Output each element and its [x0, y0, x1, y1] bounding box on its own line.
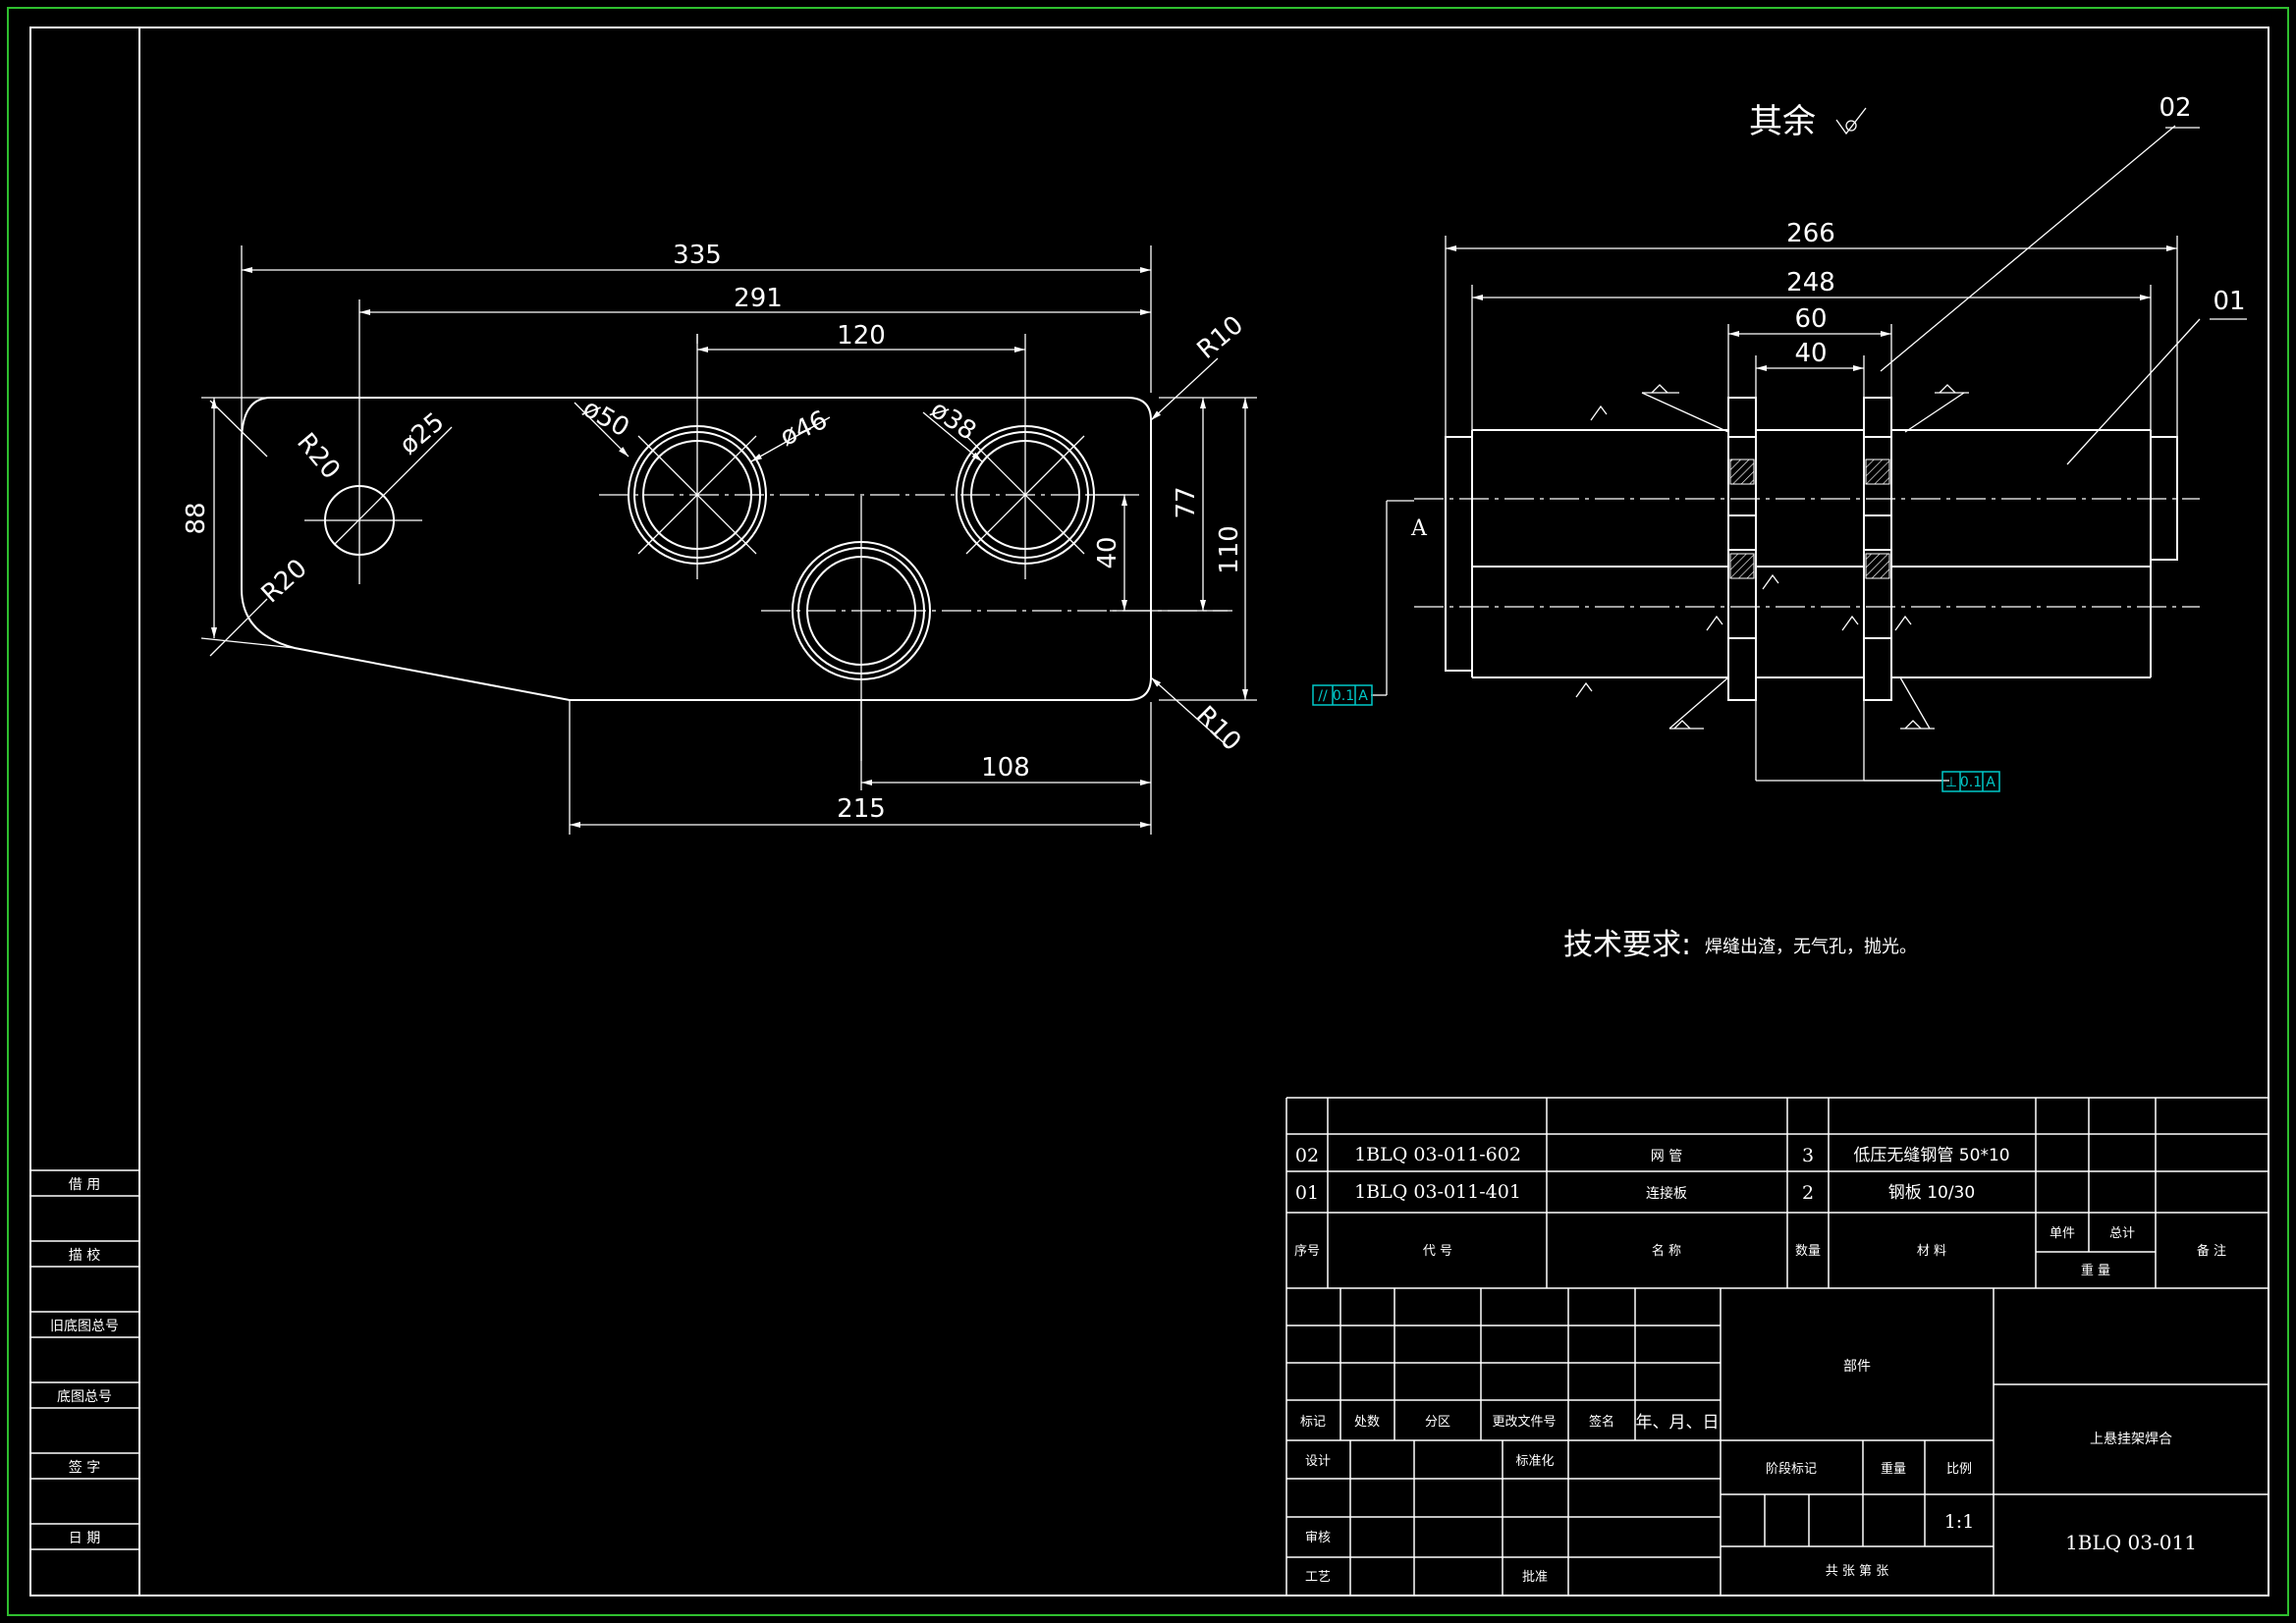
drawing-title: 上悬挂架焊合: [2090, 1432, 2172, 1447]
bom-row-02-qty: 3: [1802, 1145, 1814, 1166]
dim-60: 60: [1794, 304, 1827, 334]
role-process: 工艺: [1305, 1570, 1331, 1585]
tolerance-frame-left: // 0.1 A: [1312, 684, 1373, 706]
bom-row-02-no: 02: [1295, 1145, 1319, 1166]
weight-label: 重量: [1881, 1461, 1906, 1477]
dim-248: 248: [1786, 268, 1835, 298]
roughness-note: 其余: [1749, 102, 1816, 141]
bom-row-01-qty: 2: [1802, 1182, 1814, 1204]
role-design: 设计: [1305, 1454, 1331, 1469]
drawing-frame: [7, 7, 2289, 1616]
dim-r20-top: R20: [291, 428, 346, 485]
dim-phi25: ø25: [394, 407, 450, 460]
dim-phi50: ø50: [577, 394, 633, 443]
bom-header-total: 总计: [2109, 1226, 2135, 1241]
balloon-02: 02: [2159, 93, 2191, 123]
bom-row-02-material: 低压无缝钢管 50*10: [1853, 1146, 2009, 1165]
tolerance-frame-bottom: ⊥ 0.1 A: [1864, 771, 2000, 792]
tech-req-title: 技术要求:: [1563, 928, 1691, 962]
dim-phi38: ø38: [925, 395, 981, 447]
tol-left-value: 0.1: [1333, 688, 1354, 704]
bom-row-01-material: 钢板 10/30: [1888, 1183, 1975, 1203]
rev-header-mark: 标记: [1300, 1415, 1326, 1430]
stage-label: 阶段标记: [1766, 1462, 1817, 1477]
dim-77: 77: [1172, 486, 1201, 518]
rev-header-doc: 更改文件号: [1492, 1415, 1556, 1430]
bom-header-name: 名 称: [1652, 1243, 1681, 1259]
side-block: 借 用 描 校 旧底图总号 底图总号 签 字 日 期: [30, 1169, 139, 1550]
bom-header-qty: 数量: [1795, 1244, 1821, 1259]
tech-req-body: 焊缝出渣，无气孔，抛光。: [1705, 937, 1917, 957]
bom-header-no: 序号: [1294, 1244, 1320, 1259]
side-label-borrow: 借 用: [69, 1177, 100, 1193]
side-label-signature: 签 字: [69, 1459, 100, 1476]
tol-left-symbol: //: [1318, 688, 1328, 704]
side-label-old-drawing-no: 旧底图总号: [50, 1319, 119, 1334]
role-check: 审核: [1305, 1531, 1331, 1545]
dim-r10-top: R10: [1192, 310, 1249, 365]
sheet-info: 共 张 第 张: [1826, 1564, 1888, 1579]
datum-a: A: [1410, 516, 1428, 541]
side-label-date: 日 期: [69, 1531, 100, 1546]
bom-header-single: 单件: [2050, 1226, 2075, 1241]
tol-bottom-datum: A: [1986, 775, 1995, 790]
dim-r10-bottom: R10: [1190, 701, 1246, 757]
tol-left-datum: A: [1358, 688, 1368, 704]
side-label-drawing-no: 底图总号: [57, 1389, 112, 1405]
dim-40-right: 40: [1794, 339, 1827, 368]
rev-header-count: 处数: [1354, 1415, 1380, 1430]
bom-row-01-no: 01: [1295, 1182, 1319, 1204]
role-standardization: 标准化: [1515, 1454, 1554, 1469]
part-type: 部件: [1843, 1359, 1871, 1375]
rev-header-zone: 分区: [1425, 1415, 1450, 1430]
bom-row-01-name: 连接板: [1646, 1185, 1687, 1202]
bom-header-material: 材 料: [1917, 1244, 1946, 1259]
dimension-lines: [209, 267, 1248, 828]
weld-symbols: [1575, 384, 1969, 730]
bom-header-remark: 备 注: [2197, 1243, 2226, 1259]
side-label-trace: 描 校: [69, 1247, 100, 1264]
centerlines: [304, 334, 1232, 761]
tol-bottom-value: 0.1: [1960, 775, 1982, 790]
bom-table: 02 1BLQ 03-011-602 网 管 3 低压无缝钢管 50*10 01…: [1285, 1097, 2269, 1596]
right-view-assembly: 266 248 60 40 02 01 A // 0.1 A ⊥: [1312, 93, 2247, 792]
dim-40-left: 40: [1093, 536, 1122, 568]
dim-291: 291: [734, 284, 783, 313]
left-view-plate: 335 291 120 108 215 88 77 110 40 R10 R10…: [182, 241, 1257, 835]
bom-header-code: 代 号: [1423, 1244, 1452, 1259]
dim-120: 120: [837, 321, 886, 351]
role-approve: 批准: [1522, 1570, 1548, 1585]
dim-108: 108: [981, 753, 1030, 783]
bom-row-01-code: 1BLQ 03-011-401: [1354, 1181, 1521, 1203]
dim-110: 110: [1215, 525, 1244, 574]
title-block: 标记 处数 分区 更改文件号 签名 年、月、日 设计 标准化 审核 工艺 批准 …: [1286, 1288, 2269, 1596]
bom-header-weight: 重 量: [2081, 1263, 2110, 1278]
dim-335: 335: [673, 241, 722, 270]
rev-header-date: 年、月、日: [1636, 1413, 1720, 1433]
dim-phi46: ø46: [776, 406, 832, 453]
bom-row-02-name: 网 管: [1651, 1149, 1682, 1164]
dim-266: 266: [1786, 219, 1835, 248]
scale-label: 比例: [1946, 1462, 1972, 1477]
rev-header-signature: 签名: [1589, 1414, 1614, 1430]
scale-value: 1:1: [1944, 1511, 1975, 1533]
tol-bottom-symbol: ⊥: [1945, 775, 1957, 790]
bom-row-02-code: 1BLQ 03-011-602: [1354, 1144, 1521, 1165]
roughness-symbol-icon: [1835, 107, 1867, 135]
dim-215: 215: [837, 794, 886, 824]
drawing-number: 1BLQ 03-011: [2065, 1531, 2197, 1554]
dim-88: 88: [182, 502, 211, 534]
balloon-01: 01: [2213, 287, 2245, 316]
